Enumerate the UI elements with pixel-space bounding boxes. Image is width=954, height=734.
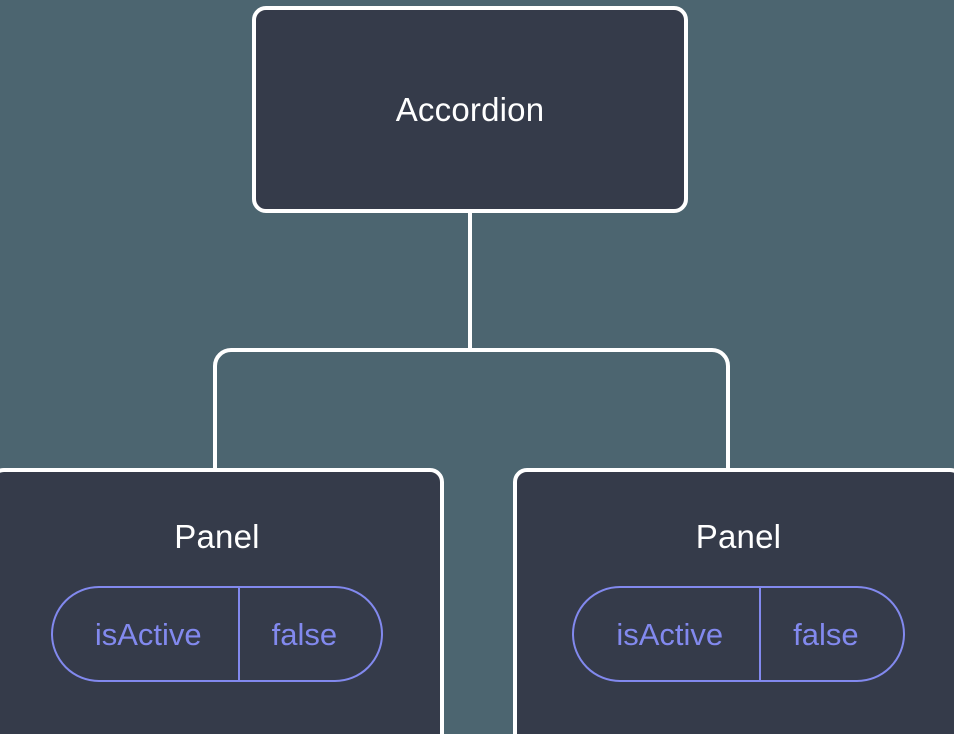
edge-corner-right [711, 348, 730, 367]
node-accordion-title: Accordion [395, 91, 545, 128]
state-badge-panel-1[interactable]: isActive false [50, 586, 384, 682]
node-panel-1-title: Panel [174, 518, 260, 555]
node-panel-2-title: Panel [695, 518, 782, 555]
state-badge-panel-2[interactable]: isActive false [572, 586, 905, 682]
state-key-is-active: isActive [616, 616, 724, 652]
state-value-is-active: false [759, 588, 902, 680]
edge-accordion-to-panels [213, 211, 730, 470]
node-panel-1[interactable]: Panel isActive false [0, 468, 444, 734]
node-accordion[interactable]: Accordion [252, 6, 688, 213]
state-value-is-active: false [237, 588, 381, 680]
edge-corner-left [213, 348, 232, 367]
state-key-is-active: isActive [94, 616, 202, 652]
node-panel-2[interactable]: Panel isActive false [513, 468, 954, 734]
